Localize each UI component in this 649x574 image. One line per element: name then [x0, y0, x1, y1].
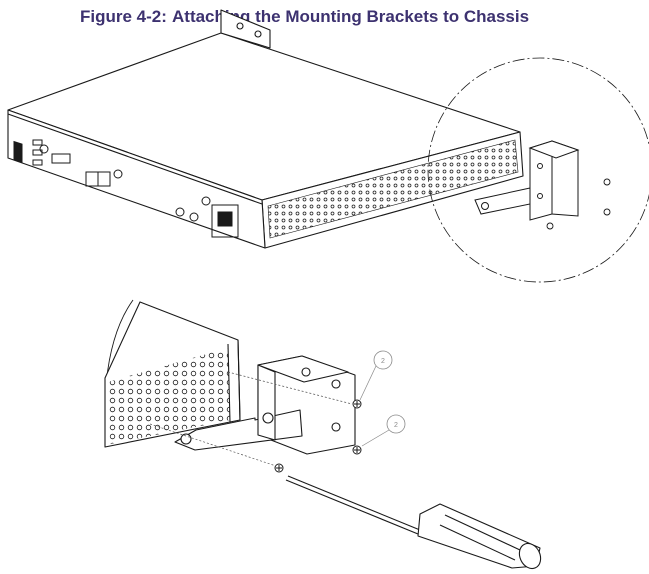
screwdriver — [286, 476, 545, 572]
chassis — [8, 10, 523, 248]
callout-2: 2 — [362, 415, 405, 446]
callout-label: 2 — [381, 358, 385, 365]
bracket-side — [258, 365, 275, 440]
callout-1: 2 — [360, 351, 392, 400]
power-switch — [14, 142, 22, 163]
callout-label: 2 — [394, 422, 398, 429]
